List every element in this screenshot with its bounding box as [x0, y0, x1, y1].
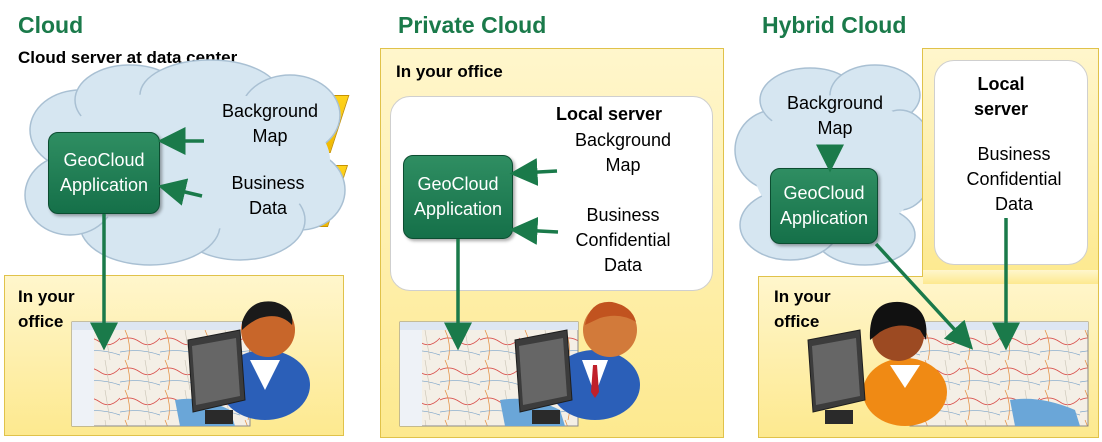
local-server-label: Local server: [974, 74, 1029, 119]
background-map-data: Background Map: [554, 124, 692, 182]
geocloud-app-box: GeoCloud Application: [48, 132, 160, 214]
cloud-title: Cloud: [18, 12, 84, 38]
local-server-label: Local server: [556, 104, 663, 124]
geocloud-app-box: GeoCloud Application: [403, 155, 513, 239]
hybrid-cloud-title: Hybrid Cloud: [762, 12, 907, 38]
data-flow-arrows: [90, 127, 1020, 351]
geocloud-app-box: GeoCloud Application: [770, 168, 878, 244]
office-joint: [923, 270, 1098, 284]
computer-monitor-icon: [514, 329, 573, 424]
office-label: In your office: [18, 287, 75, 331]
background-map-data: Background Map: [770, 87, 900, 145]
person-icon: [550, 301, 640, 420]
business-data: Business Data: [198, 165, 338, 227]
computer-monitor-icon: [807, 329, 866, 424]
business-confidential-data: Business Confidential Data: [554, 197, 692, 283]
business-confidential-data: Business Confidential Data: [948, 140, 1080, 218]
computer-monitor-icon: [187, 329, 246, 424]
office-label: In your office: [396, 62, 503, 81]
private-cloud-title: Private Cloud: [398, 12, 547, 38]
person-icon: [863, 301, 947, 426]
office-label: In your office: [774, 287, 831, 331]
background-map-data: Background Map: [200, 95, 340, 153]
